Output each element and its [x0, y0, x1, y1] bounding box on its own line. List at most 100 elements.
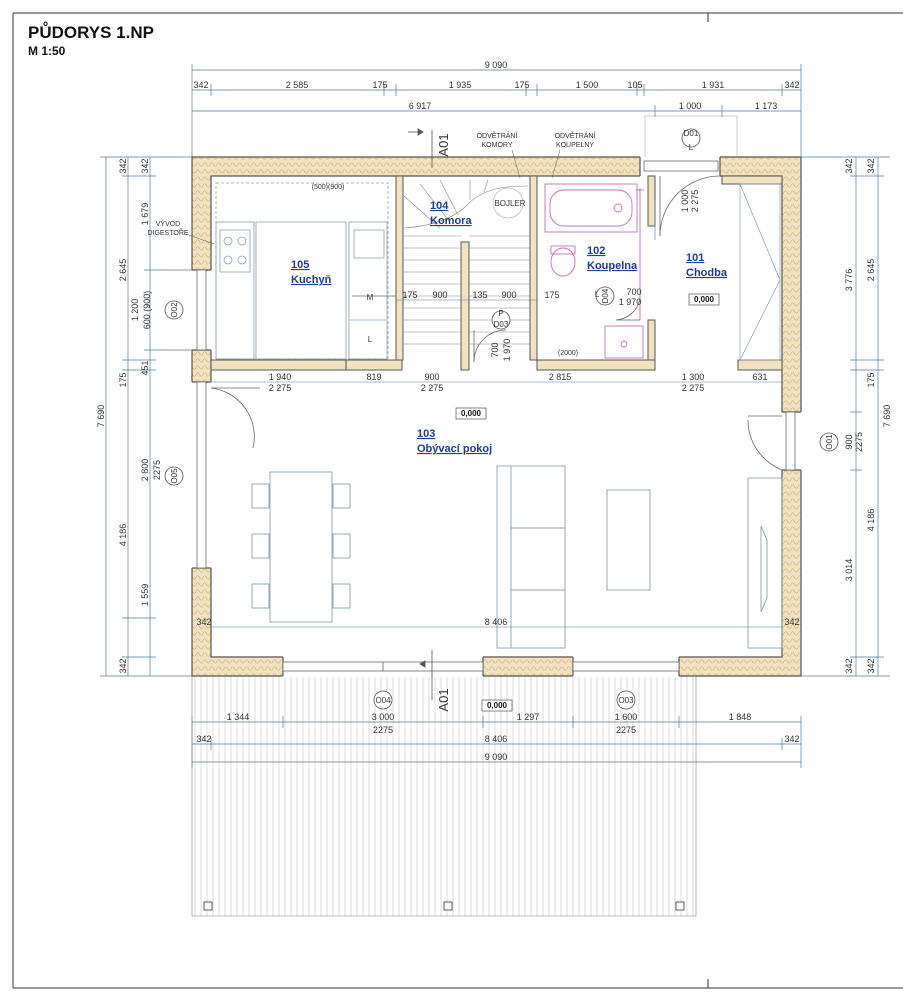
dim-inner-width-right: 342 [784, 617, 799, 627]
room-number-bathroom: 102 [587, 245, 605, 257]
dim-interior-sub: 2 275 [421, 383, 444, 393]
tag-o01: O01 [825, 434, 834, 450]
dim-top: 175 [514, 80, 529, 90]
kitchen-l-label: L [368, 335, 373, 344]
sheet-frame [12, 12, 903, 989]
dim-right: 342 [866, 658, 876, 673]
dim-left: 1 679 [140, 203, 150, 226]
room-name-bathroom: Koupelna [587, 260, 638, 272]
room-labels: 105 Kuchyň 104 Komora 102 Koupelna 101 C… [291, 200, 728, 455]
vent-koupelna-label: ODVĚTRÁNÍ [555, 131, 596, 140]
dim-inner-width-left: 342 [196, 617, 211, 627]
dim-left: 2 800 [140, 459, 150, 482]
dim-right: 175 [866, 372, 876, 387]
room-name-living: Obývací pokoj [417, 443, 492, 455]
dimension-text-top: 9 090 342 2 585 175 1 935 175 1 500 105 … [193, 60, 799, 111]
door-d01-l-label: L [689, 143, 694, 152]
dim-inner-width: 8 406 [485, 617, 508, 627]
level-marks: 0,000 0,000 0,000 [455, 293, 720, 712]
interior-walls [210, 175, 783, 371]
tag-d01: D01 [684, 129, 699, 138]
level-living: 0,000 [461, 409, 482, 418]
dimension-text-right: 7 690 342 2 645 175 4 186 342 3 776 3 01… [844, 158, 892, 673]
dimension-text-left: 7 690 342 1 679 175 451 2 800 1 559 342 … [96, 158, 162, 673]
dim-left-secondary: 2 645 [118, 259, 128, 282]
dim-right-outer: 7 690 [882, 405, 892, 428]
dim-left-outer: 7 690 [96, 405, 106, 428]
interior-dimension-text: 1 940 2 275 819 900 2 275 2 815 1 300 2 … [196, 184, 799, 627]
dim-d04: 700 [626, 287, 641, 297]
annotations: ODVĚTRÁNÍ KOMORY ODVĚTRÁNÍ KOUPELNY VÝVO… [147, 131, 693, 344]
boiler-label: BOJLER [494, 199, 525, 208]
interior-dimension-lines [211, 200, 782, 628]
dim-interior: 819 [366, 372, 381, 382]
dim-top-row3: 1 000 [679, 101, 702, 111]
dim-window-o05-sub: 2275 [152, 460, 162, 480]
tag-o02: O02 [170, 302, 179, 318]
dimension-lines-left [100, 156, 192, 677]
dim-interior: 631 [752, 372, 767, 382]
tag-labels: D01 D03 D04 O01 O02 O03 O04 O05 [170, 129, 834, 705]
dim-bottom-overall: 9 090 [485, 752, 508, 762]
dim-stair: 900 [432, 290, 447, 300]
tag-o05: O05 [170, 468, 179, 484]
dim-d03: 700 [490, 342, 500, 357]
door-swings [210, 175, 783, 471]
dim-top-row3: 1 173 [755, 101, 778, 111]
dim-top: 175 [372, 80, 387, 90]
dim-bottom-row2: 342 [196, 734, 211, 744]
dim-top: 1 935 [449, 80, 472, 90]
dim-bottom-row2: 342 [784, 734, 799, 744]
terrace-deck [191, 675, 697, 917]
room-name-hall: Chodba [686, 267, 728, 279]
dim-left: 175 [118, 372, 128, 387]
dim-bottom-sub: 2275 [616, 725, 636, 735]
dim-top: 342 [784, 80, 799, 90]
dim-d01: 2 275 [690, 190, 700, 213]
vent-koupelna-label: KOUPELNY [556, 142, 594, 149]
exterior-walls [191, 156, 802, 677]
dim-bottom: 1 344 [227, 712, 250, 722]
section-label-bottom: A01 [436, 688, 451, 711]
section-label-top: A01 [436, 133, 451, 156]
dim-d04: 1 970 [619, 297, 642, 307]
dim-interior: 900 [424, 372, 439, 382]
dim-door-o01: 900 [844, 434, 854, 449]
dimension-lines-right [801, 156, 890, 677]
dim-top: 2 585 [286, 80, 309, 90]
dim-d01: 1 000 [680, 190, 690, 213]
dim-right-secondary: 3 014 [844, 559, 854, 582]
dim-top: 1 500 [576, 80, 599, 90]
dim-top-row3: 6 917 [409, 101, 432, 111]
dim-bottom: 1 848 [729, 712, 752, 722]
section-labels: A01 A01 [436, 133, 451, 711]
drawing-title: PŮDORYS 1.NP [28, 23, 154, 42]
dim-left: 342 [118, 158, 128, 173]
dim-top: 105 [627, 80, 642, 90]
room-number-pantry: 104 [430, 200, 449, 212]
dim-right: 2 645 [866, 259, 876, 282]
stair-p-label: P [498, 309, 503, 318]
dim-bottom-sub: 2275 [373, 725, 393, 735]
room-number-living: 103 [417, 428, 435, 440]
dim-stair: 900 [501, 290, 516, 300]
dim-right-secondary: 3 776 [844, 269, 854, 292]
dim-left-secondary: 4 186 [118, 524, 128, 547]
kitchen-m-label: M [367, 293, 374, 302]
dim-stair: 175 [402, 290, 417, 300]
kitchen-furniture [215, 182, 389, 360]
dim-top: 1 931 [702, 80, 725, 90]
dim-bottom: 1 600 [615, 712, 638, 722]
dim-interior: 2 815 [549, 372, 572, 382]
dim-left: 1 559 [140, 584, 150, 607]
room-name-kitchen: Kuchyň [291, 274, 332, 286]
room-number-kitchen: 105 [291, 259, 309, 271]
dim-right: 4 186 [866, 509, 876, 532]
dim-door-o01: 2275 [854, 432, 864, 452]
bath-l-label: L [595, 290, 600, 299]
vyvod-label: DIGESTOŘE [147, 228, 188, 237]
dim-interior: 1 300 [682, 372, 705, 382]
level-terrace: 0,000 [487, 701, 508, 710]
dim-overall-top: 9 090 [485, 60, 508, 70]
